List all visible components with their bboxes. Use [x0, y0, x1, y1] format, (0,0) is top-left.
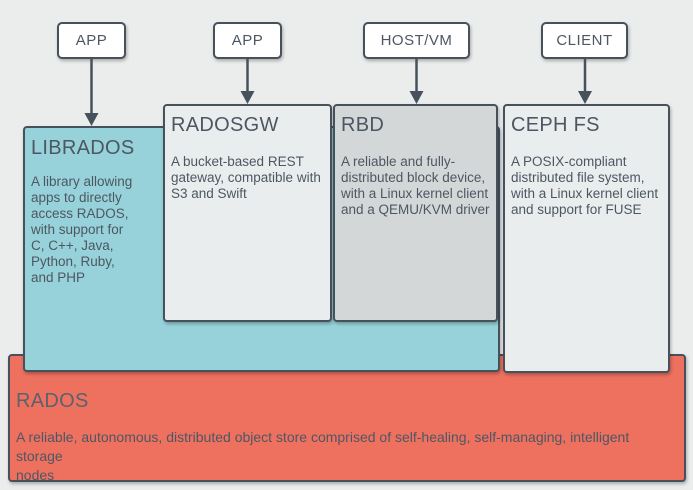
arrow-app1-to-librados	[84, 59, 99, 126]
arrow-app2-to-radosgw	[240, 59, 255, 104]
arrow-hostvm-to-rbd	[409, 59, 424, 104]
rbd-description: A reliable and fully- distributed block …	[341, 154, 490, 217]
node-app-1-label: APP	[75, 32, 108, 49]
librados-title: LIBRADOS	[31, 137, 135, 159]
radosgw-title: RADOSGW	[171, 114, 279, 136]
rbd-title: RBD	[341, 114, 385, 136]
cephfs-description: A POSIX-compliant distributed file syste…	[511, 154, 659, 217]
node-host-vm-label: HOST/VM	[380, 32, 453, 49]
arrow-client-to-cephfs	[578, 59, 592, 104]
node-host-vm: HOST/VM	[363, 22, 470, 59]
node-app-2-label: APP	[231, 32, 264, 49]
box-rados: RADOS A reliable, autonomous, distribute…	[8, 354, 686, 483]
box-radosgw: RADOSGW A bucket-based REST gateway, com…	[163, 104, 332, 322]
rados-title: RADOS	[16, 390, 89, 412]
radosgw-description: A bucket-based REST gateway, compatible …	[171, 154, 321, 201]
node-app-1: APP	[57, 22, 126, 59]
box-cephfs: CEPH FS A POSIX-compliant distributed fi…	[503, 104, 670, 373]
node-client: CLIENT	[541, 22, 628, 59]
node-app-2: APP	[213, 22, 282, 59]
box-rbd: RBD A reliable and fully- distributed bl…	[333, 104, 498, 322]
rados-description: A reliable, autonomous, distributed obje…	[16, 429, 630, 483]
librados-description: A library allowing apps to directly acce…	[31, 174, 133, 285]
node-client-label: CLIENT	[556, 32, 613, 49]
cephfs-title: CEPH FS	[511, 114, 600, 136]
